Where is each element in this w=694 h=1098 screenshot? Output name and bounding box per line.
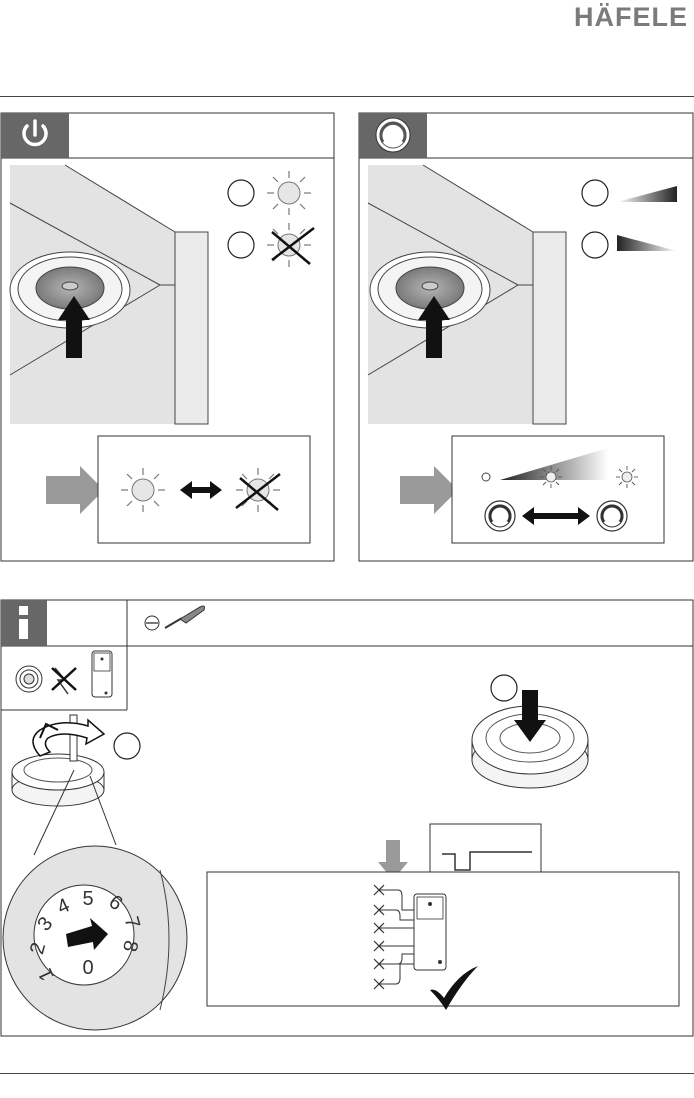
min-dot-icon <box>482 473 490 481</box>
light-press-step <box>472 675 588 788</box>
step-circle-1b <box>228 232 254 258</box>
step-circle-3a <box>114 733 140 759</box>
cabinet-illustration-1 <box>10 165 208 424</box>
info-icon <box>1 600 47 646</box>
brighten-wedge-icon <box>617 186 677 202</box>
step-circle-2b <box>582 232 608 258</box>
ring-compat-icon <box>16 666 42 692</box>
light-with-screwdriver <box>12 715 140 806</box>
toggle-on-icon <box>121 468 165 512</box>
result-arrow-2 <box>400 466 458 514</box>
result-arrow-1 <box>46 466 104 514</box>
max-light-icon <box>616 466 638 488</box>
driver-module-icon <box>92 651 112 697</box>
dimmer-ring-right-icon <box>597 501 627 531</box>
svg-text:0: 0 <box>82 955 93 977</box>
light-on-icon <box>267 171 311 215</box>
dim-result-box <box>452 436 664 543</box>
step-circle-3b <box>491 675 517 701</box>
panel-setting: 5 4 3 2 1 0 8 7 6 <box>1 600 693 1036</box>
dimmer-ring-left-icon <box>485 501 515 531</box>
mid-light-icon <box>540 466 562 488</box>
panel-dimmer <box>359 113 693 561</box>
power-icon <box>1 113 69 158</box>
screwdriver-icon <box>145 606 205 630</box>
dimmer-ring-icon <box>359 113 427 158</box>
svg-text:5: 5 <box>82 888 93 910</box>
step-circle-2a <box>582 180 608 206</box>
not-compatible-icon <box>52 668 76 694</box>
panel-power-switch <box>1 113 334 561</box>
rotary-dial-magnified: 5 4 3 2 1 0 8 7 6 <box>3 846 187 1030</box>
cabinet-illustration-2 <box>368 165 566 424</box>
dim-wedge-icon <box>617 235 677 251</box>
step-circle-1a <box>228 180 254 206</box>
